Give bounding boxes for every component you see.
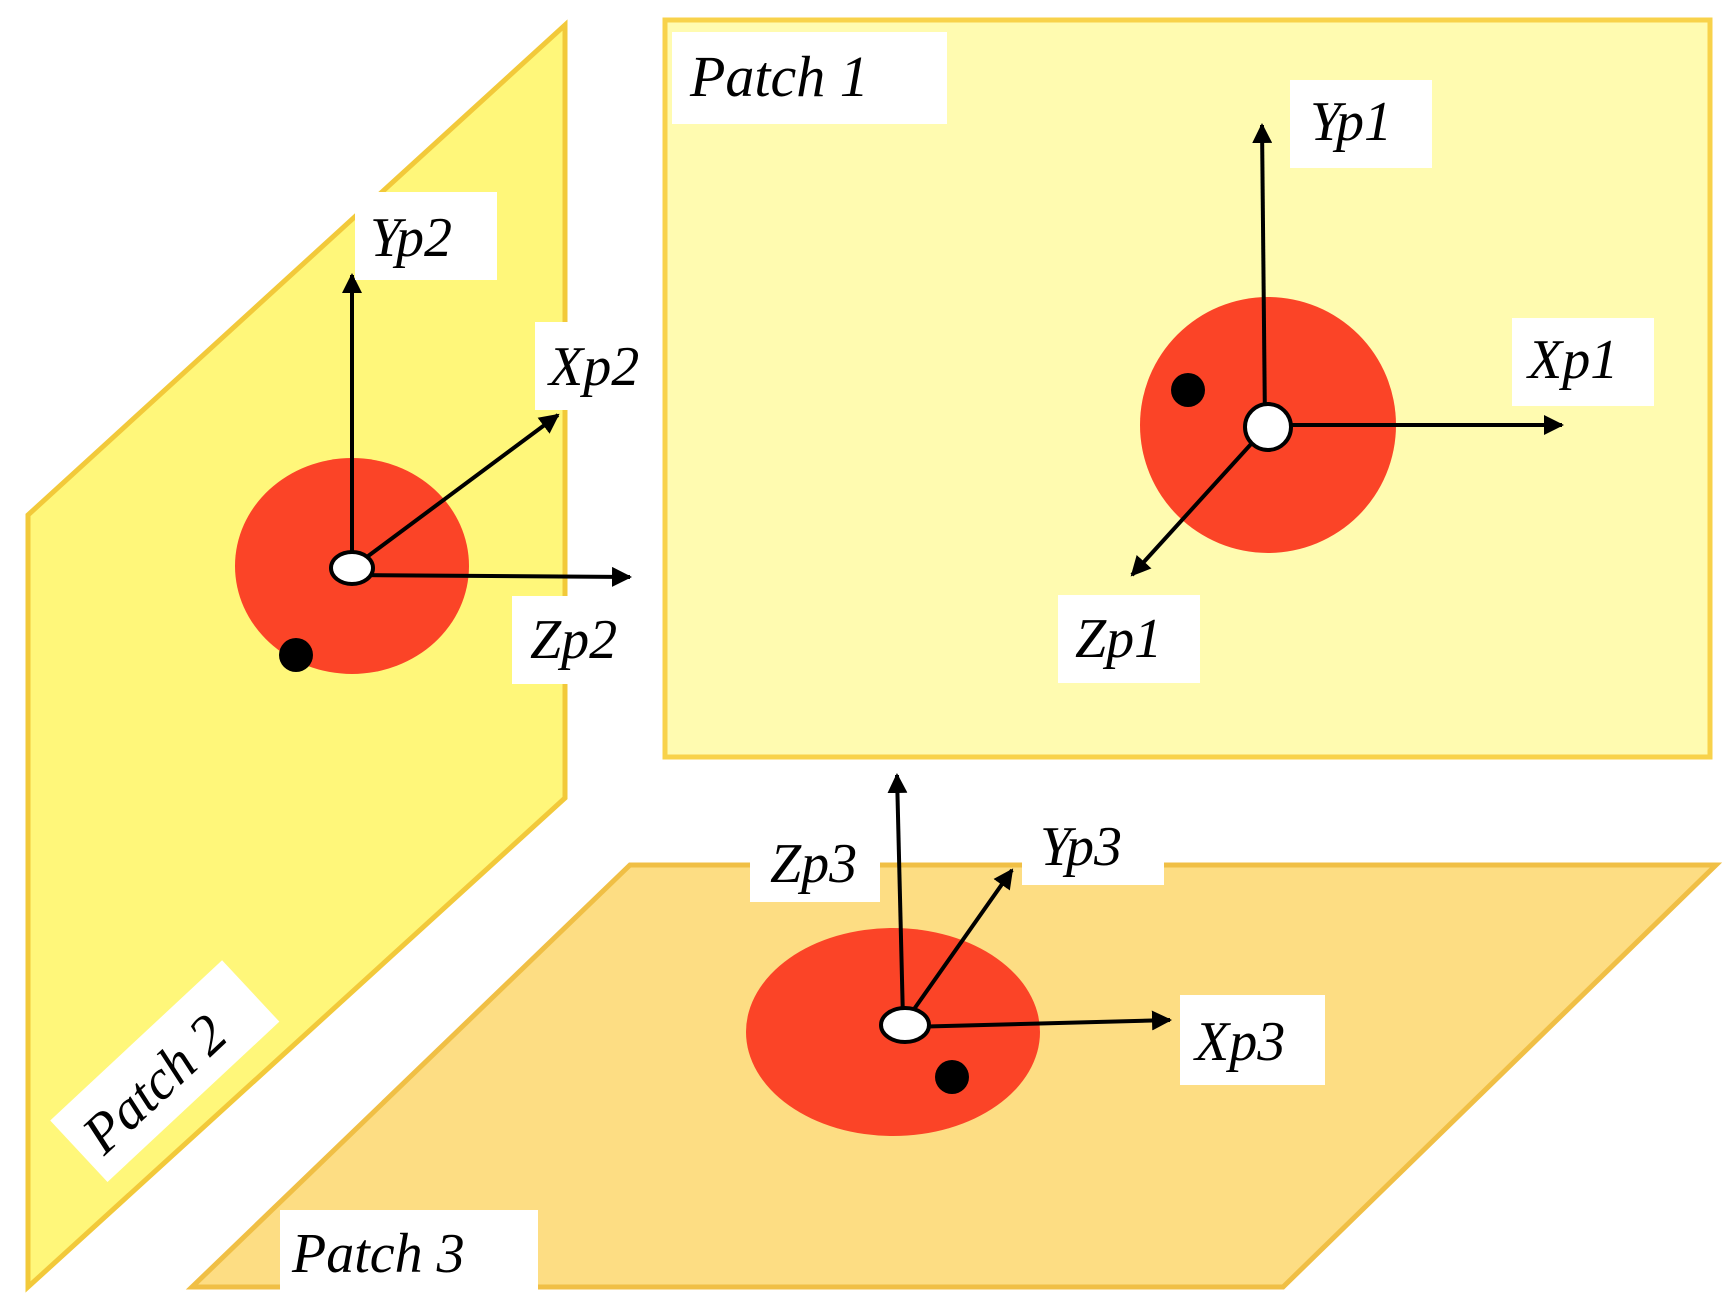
svg-text:Yp3: Yp3 bbox=[1040, 816, 1122, 878]
patch2-marker-dot bbox=[279, 638, 313, 672]
patch1-marker-dot bbox=[1171, 373, 1205, 407]
patch1-y-axis bbox=[1252, 123, 1273, 426]
patch2-y-label: Yp2 bbox=[355, 192, 497, 280]
svg-text:Xp2: Xp2 bbox=[547, 336, 639, 398]
svg-text:Yp2: Yp2 bbox=[370, 207, 452, 269]
patch1-x-label: Xp1 bbox=[1512, 318, 1654, 406]
patch1-group: Patch 1 Yp1 Xp1 Zp1 bbox=[662, 17, 1713, 760]
svg-text:Yp1: Yp1 bbox=[1310, 91, 1392, 153]
svg-text:Zp3: Zp3 bbox=[770, 833, 857, 895]
patch2-origin bbox=[329, 550, 375, 586]
patch1-origin bbox=[1243, 402, 1293, 452]
svg-text:Patch 3: Patch 3 bbox=[291, 1223, 465, 1285]
patch1-y-label: Yp1 bbox=[1290, 80, 1432, 168]
patch2-z-axis bbox=[351, 566, 632, 587]
svg-text:Patch 1: Patch 1 bbox=[689, 44, 869, 109]
patch3-title: Patch 3 bbox=[280, 1210, 538, 1290]
svg-text:Zp2: Zp2 bbox=[530, 609, 617, 671]
patch3-group: Zp3 Yp3 Xp3 Patch 3 bbox=[185, 773, 1723, 1290]
patch1-z-axis bbox=[1130, 430, 1264, 577]
patch1-title: Patch 1 bbox=[672, 32, 947, 124]
svg-text:Zp1: Zp1 bbox=[1075, 608, 1162, 670]
patch2-group: Yp2 Xp2 Zp2 Patch 2 bbox=[25, 19, 663, 1293]
svg-text:Xp1: Xp1 bbox=[1526, 329, 1618, 391]
patch2-x-axis bbox=[350, 413, 560, 570]
patch3-marker-dot bbox=[935, 1060, 969, 1094]
patch3-x-axis bbox=[907, 1010, 1172, 1031]
svg-text:Xp3: Xp3 bbox=[1193, 1011, 1285, 1073]
patch3-x-label: Xp3 bbox=[1180, 995, 1325, 1085]
patch3-y-axis bbox=[903, 868, 1014, 1024]
patch2-z-label: Zp2 bbox=[512, 596, 650, 684]
patch3-y-label: Yp3 bbox=[1022, 805, 1164, 885]
patch2-x-label: Xp2 bbox=[535, 322, 663, 410]
patch1-z-label: Zp1 bbox=[1058, 595, 1200, 683]
patch3-origin bbox=[879, 1006, 931, 1044]
patch3-z-label: Zp3 bbox=[750, 820, 880, 902]
patch3-z-axis bbox=[887, 773, 908, 1021]
